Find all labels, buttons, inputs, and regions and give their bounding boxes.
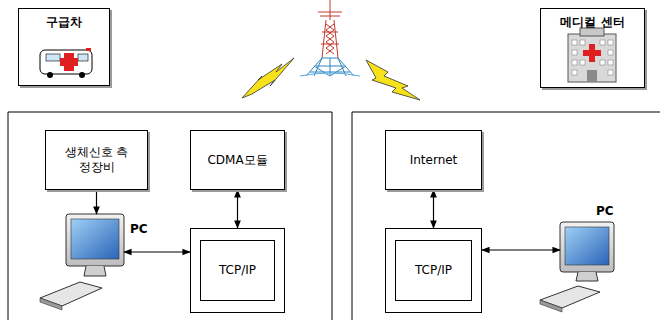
vehicle-label: 구급차 (18, 8, 110, 86)
protocol-inner-box: TCP/IP (200, 240, 275, 301)
node-label: 생체신호 측정장비 (65, 145, 129, 175)
node-label: TCP/IP (415, 263, 452, 278)
pc-terminal: PC (560, 222, 614, 272)
radio-tower (300, 0, 360, 76)
node-label: CDMA모듈 (207, 153, 267, 168)
protocol-inner-box: TCP/IP (395, 240, 472, 301)
hospital-icon (568, 28, 616, 82)
pc-icon (540, 222, 614, 312)
network-box: Internet (385, 130, 482, 190)
wireless-link (242, 58, 294, 98)
ambulance-icon (40, 48, 92, 78)
device-box: 생체신호 측정장비 (45, 130, 148, 190)
center-label: 메디컬 센터 (540, 8, 645, 88)
node-label: 메디컬 센터 (560, 15, 624, 30)
center-panel (352, 112, 660, 320)
node-label: TCP/IP (219, 263, 256, 278)
node-label: 구급차 (46, 15, 82, 30)
pc-label: PC (596, 204, 614, 219)
pc-label: PC (130, 222, 148, 237)
module-box: CDMA모듈 (190, 130, 285, 190)
ambulance-panel (8, 112, 332, 320)
pc-icon (40, 214, 124, 310)
data-link (482, 249, 560, 250)
pc-terminal: PC (66, 214, 124, 276)
data-link (433, 190, 434, 228)
data-link (124, 251, 190, 252)
node-label: Internet (410, 153, 458, 168)
protocol-box: TCP/IP (190, 228, 285, 313)
protocol-box: TCP/IP (385, 228, 482, 313)
wireless-link (366, 60, 420, 100)
data-link (96, 190, 97, 214)
data-link (237, 190, 238, 228)
